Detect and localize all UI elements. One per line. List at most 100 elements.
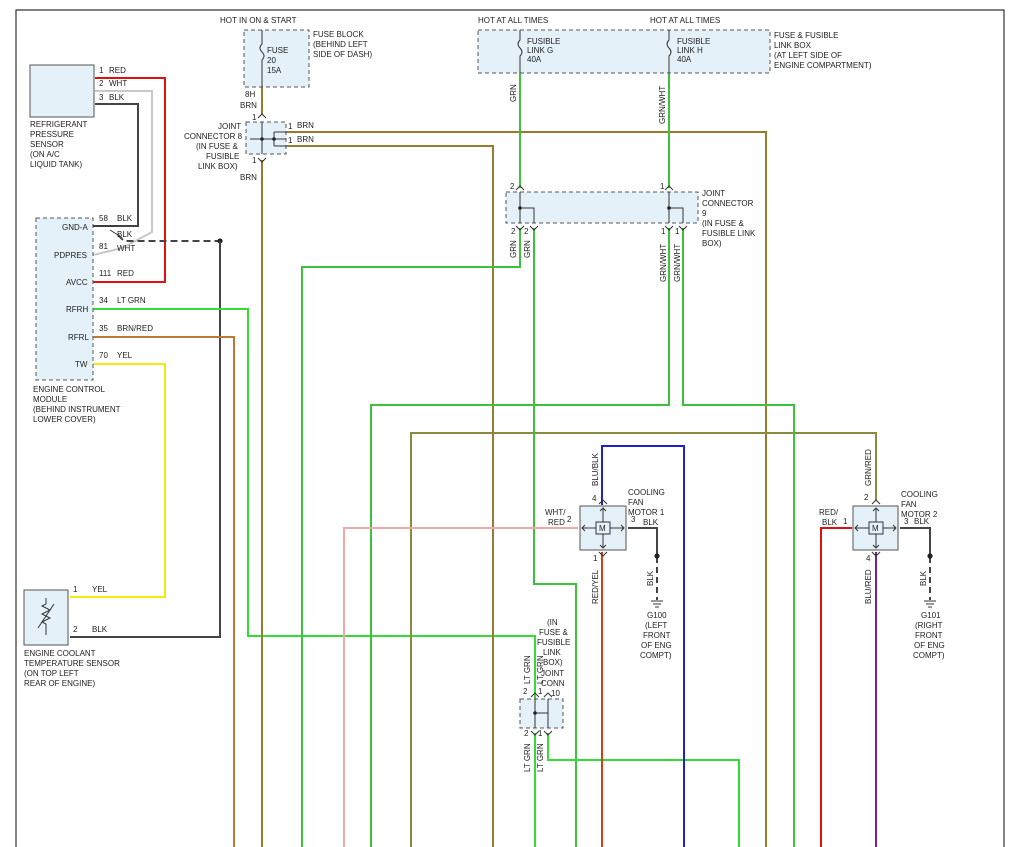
jc10-wire-tr: LT GRN bbox=[536, 655, 545, 684]
jc9-label-3: 9 bbox=[702, 209, 707, 218]
refrig-wire-3: BLK bbox=[109, 93, 125, 102]
jc10-wire-tl: LT GRN bbox=[523, 655, 532, 684]
jc10-wire-br: LT GRN bbox=[536, 743, 545, 772]
hot-on-start-title: HOT IN ON & START bbox=[220, 16, 297, 25]
ecm-pin-name-rfrl: RFRL bbox=[68, 333, 89, 342]
fm2-label-2: FAN bbox=[901, 500, 917, 509]
fuse-block-box[interactable] bbox=[243, 29, 310, 88]
coolant-pin-1: 1 bbox=[73, 585, 78, 594]
wire-grnwht-jc9-br2[interactable] bbox=[682, 228, 795, 847]
ecm-pin-name-tw: TW bbox=[75, 360, 88, 369]
wire-label-grn-g: GRN bbox=[509, 84, 518, 102]
jc9-pin-bl2: 2 bbox=[524, 227, 529, 236]
fuse-block-label-2: (BEHIND LEFT bbox=[313, 40, 368, 49]
fuse-line-1: FUSE bbox=[267, 46, 288, 55]
fm2-label-1: COOLING bbox=[901, 490, 938, 499]
refrig-label-3: SENSOR bbox=[30, 140, 64, 149]
fuse-line-2: 20 bbox=[267, 56, 276, 65]
jc8-wire-r2: BRN bbox=[297, 135, 314, 144]
fm1-ground-wire: BLK bbox=[646, 570, 655, 586]
ecm-gnd-arrow bbox=[93, 225, 119, 236]
fuse-pin-8h: 8H bbox=[245, 90, 255, 99]
refrig-label-2: PRESSURE bbox=[30, 130, 74, 139]
fuse-block-label-3: SIDE OF DASH) bbox=[313, 50, 372, 59]
ecm-wire-34: LT GRN bbox=[117, 296, 146, 305]
wire-blue-blublk[interactable] bbox=[601, 445, 685, 847]
coolant-sensor-box[interactable] bbox=[23, 589, 69, 646]
fm1-pin-right: 3 bbox=[631, 515, 636, 524]
link-h-line-3: 40A bbox=[677, 55, 692, 64]
g101-line-3: FRONT bbox=[915, 631, 943, 640]
ecm-pin-name-gnda: GND-A bbox=[62, 223, 88, 232]
fm2-pin-bottom: 4 bbox=[866, 554, 871, 563]
jc9-label-2: CONNECTOR bbox=[702, 199, 754, 208]
fm2-wire-left-1: RED/ bbox=[819, 508, 839, 517]
ecm-box[interactable] bbox=[35, 217, 94, 381]
wire-brnred-rfrl[interactable] bbox=[93, 336, 235, 847]
g101-ground-symbol bbox=[924, 600, 936, 608]
jc9-pin-bl1: 2 bbox=[511, 227, 516, 236]
coolant-wire-1: YEL bbox=[92, 585, 108, 594]
wire-yel-tw[interactable] bbox=[70, 363, 166, 598]
fm1-label-3: MOTOR 1 bbox=[628, 508, 665, 517]
wire-ltgrn-jc10-br[interactable] bbox=[547, 733, 740, 847]
g100-line-4: OF ENG bbox=[641, 641, 672, 650]
jc8-pin-top: 1 bbox=[252, 113, 257, 122]
fusible-link-box[interactable] bbox=[477, 29, 771, 74]
fm2-ground-wire: BLK bbox=[919, 570, 928, 586]
g100-line-1: G100 bbox=[647, 611, 667, 620]
g100-ground-symbol bbox=[651, 600, 663, 608]
ecm-pin-34: 34 bbox=[99, 296, 108, 305]
wire-blk-coolant[interactable] bbox=[70, 241, 221, 638]
jc8-label-1: JOINT bbox=[218, 122, 241, 131]
wire-red-avcc[interactable] bbox=[93, 77, 166, 283]
wire-blk-motor1-gnd[interactable] bbox=[628, 527, 658, 555]
wire-olive-grnred[interactable] bbox=[410, 432, 877, 847]
fusible-link-g-symbol bbox=[517, 30, 523, 73]
wire-redblk-motor2[interactable] bbox=[820, 527, 852, 847]
jc10-label-5: BOX) bbox=[543, 658, 563, 667]
g101-line-4: OF ENG bbox=[914, 641, 945, 650]
jc9-wire-br2: GRN/WHT bbox=[673, 244, 682, 282]
wire-blk-gnd-dashed[interactable] bbox=[117, 234, 220, 242]
link-g-line-1: FUSIBLE bbox=[527, 37, 560, 46]
ecm-pin-35: 35 bbox=[99, 324, 108, 333]
ecm-pin-111: 111 bbox=[99, 269, 112, 278]
fm2-wire-bottom: BLU/RED bbox=[864, 569, 873, 604]
jc9-wire-bl2: GRN bbox=[523, 240, 532, 258]
jc9-pin-br1: 1 bbox=[661, 227, 666, 236]
joint-connector-8-box[interactable] bbox=[245, 121, 287, 155]
jc9-label-5: FUSIBLE LINK bbox=[702, 229, 756, 238]
jc9-label-1: JOINT bbox=[702, 189, 725, 198]
jc8-pin-r1: 1 bbox=[288, 122, 293, 131]
fan-motor-2-arrows bbox=[854, 507, 897, 549]
link-h-line-1: FUSIBLE bbox=[677, 37, 710, 46]
ecm-pin-name-pdpres: PDPRES bbox=[54, 251, 87, 260]
wire-pink-whtred[interactable] bbox=[343, 527, 578, 847]
refrig-wire-2: WHT bbox=[109, 79, 127, 88]
coolant-label-3: (ON TOP LEFT bbox=[24, 669, 79, 678]
jc8-pin-r2: 1 bbox=[288, 136, 293, 145]
fan-motor-1-arrows bbox=[581, 507, 625, 549]
link-g-line-3: 40A bbox=[527, 55, 542, 64]
wire-wht-pdpres[interactable] bbox=[92, 90, 153, 256]
wire-grnwht-jc9-br1[interactable] bbox=[370, 228, 670, 847]
coolant-label-2: TEMPERATURE SENSOR bbox=[24, 659, 120, 668]
ecm-pin-name-avcc: AVCC bbox=[66, 278, 88, 287]
ecm-gnd-blk: BLK bbox=[117, 230, 133, 239]
g100-line-3: FRONT bbox=[643, 631, 671, 640]
wire-blk-motor2-gnd[interactable] bbox=[900, 527, 931, 555]
wire-ltgrn-rfrh[interactable] bbox=[93, 308, 536, 705]
jc9-wire-br1: GRN/WHT bbox=[659, 244, 668, 282]
wire-brn-jc8-r2[interactable] bbox=[287, 145, 494, 847]
jc8-wire-r1: BRN bbox=[297, 121, 314, 130]
fm1-wire-top: BLU/BLK bbox=[591, 452, 600, 486]
wire-blk-gnda[interactable] bbox=[93, 103, 139, 227]
wire-grn-jc9-bl1[interactable] bbox=[301, 228, 521, 847]
wire-brn-jc8-r1[interactable] bbox=[287, 131, 767, 847]
refrigerant-sensor-box[interactable] bbox=[29, 64, 95, 118]
jc10-dot bbox=[533, 711, 537, 715]
jc10-wire-bl: LT GRN bbox=[523, 743, 532, 772]
joint-connector-9-box[interactable] bbox=[505, 191, 699, 224]
